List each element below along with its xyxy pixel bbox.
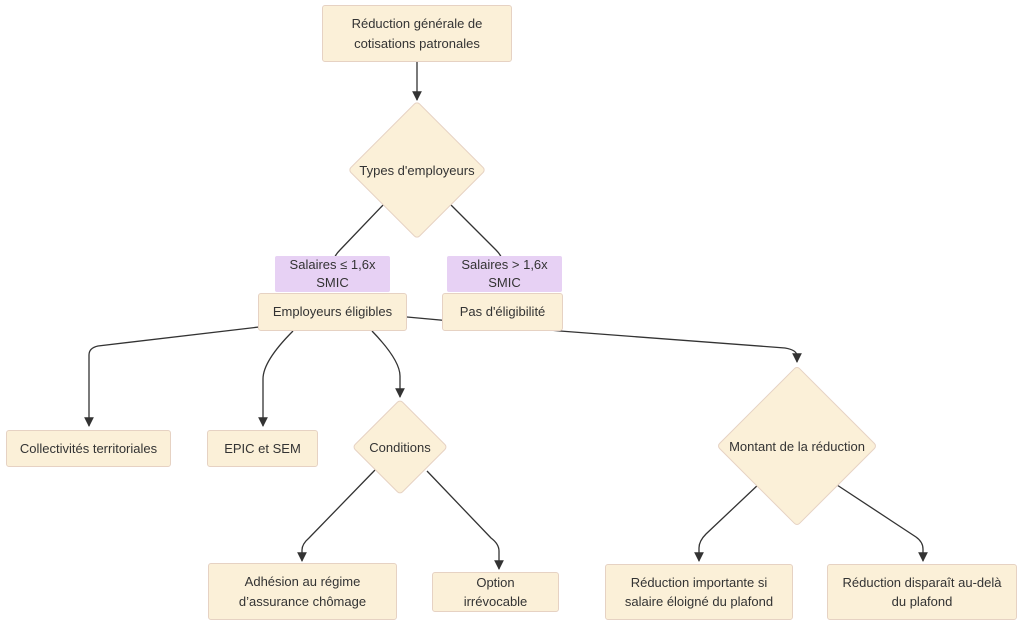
node-reduction-disparait-label: Réduction disparaît au-delà du plafond [842,574,1002,610]
node-reduction-generale: Réduction générale de cotisations patron… [322,5,512,62]
node-pas-eligibilite-label: Pas d'éligibilité [459,304,546,320]
node-montant-reduction: Montant de la réduction [716,365,878,527]
node-reduction-disparait: Réduction disparaît au-delà du plafond [827,564,1017,620]
node-epic-et-sem: EPIC et SEM [207,430,318,467]
node-adhesion-assurance-chomage-label: Adhésion au régime d’assurance chômage [238,574,367,609]
edge-eligibles-collectivites [84,326,260,427]
node-conditions: Conditions [351,398,449,496]
node-types-employeurs: Types d'employeurs [347,100,487,240]
node-reduction-generale-label: Réduction générale de cotisations patron… [351,16,483,51]
edge-conditions-option [426,470,504,570]
edge-montant-reduction-importante [694,482,761,562]
edge-conditions-adhesion [297,469,376,562]
node-collectivites-territoriales: Collectivités territoriales [6,430,171,467]
edge-eligibles-epic [258,330,294,427]
node-adhesion-assurance-chomage: Adhésion au régime d’assurance chômage [208,563,397,620]
node-option-irrevocable: Option irrévocable [432,572,559,612]
node-employeurs-eligibles-label: Employeurs éligibles [272,304,393,320]
node-pas-eligibilite: Pas d'éligibilité [442,293,563,331]
node-epic-et-sem-label: EPIC et SEM [224,440,301,456]
node-types-employeurs-label: Types d'employeurs [359,162,475,178]
edge-label-salaires-gt-smic: Salaires > 1,6x SMIC [447,256,562,292]
edge-montant-reduction-disparait [833,482,928,562]
edge-eligibles-montant [406,316,802,363]
node-reduction-importante-label: Réduction importante si salaire éloigné … [624,574,774,610]
edge-label-salaires-le-smic: Salaires ≤ 1,6x SMIC [275,256,390,292]
node-employeurs-eligibles: Employeurs éligibles [258,293,407,331]
node-collectivites-territoriales-label: Collectivités territoriales [19,440,158,456]
node-option-irrevocable-label: Option irrévocable [463,574,528,610]
node-conditions-label: Conditions [369,439,431,455]
node-reduction-importante: Réduction importante si salaire éloigné … [605,564,793,620]
node-montant-reduction-label: Montant de la réduction [729,438,865,454]
edge-eligibles-conditions [371,330,405,398]
